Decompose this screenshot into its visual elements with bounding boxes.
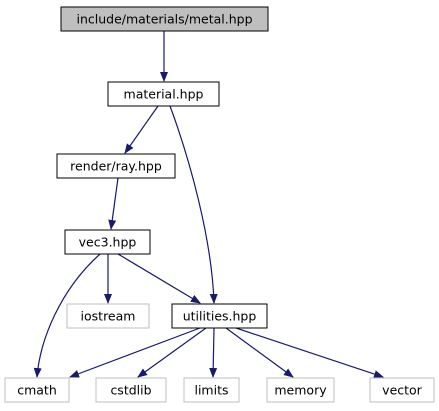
- node-label-utilities: utilities.hpp: [183, 309, 257, 324]
- edge-utilities-to-cstdlib: [137, 327, 207, 378]
- node-limits: limits: [183, 377, 240, 403]
- edge-vec3-to-utilities: [117, 253, 201, 304]
- node-vector: vector: [369, 377, 435, 403]
- node-box-utilities: [171, 303, 268, 329]
- node-cmath: cmath: [4, 377, 70, 403]
- node-utilities[interactable]: utilities.hpp: [171, 303, 268, 329]
- node-iostream: iostream: [66, 303, 150, 329]
- node-box-memory: [266, 377, 335, 403]
- node-label-ray: render/ray.hpp: [70, 159, 162, 174]
- node-box-vec3: [64, 229, 151, 255]
- node-label-cmath: cmath: [17, 383, 57, 398]
- edge-utilities-to-cmath: [69, 327, 201, 378]
- node-box-cmath: [4, 377, 70, 403]
- node-box-material: [107, 81, 220, 107]
- edge-utilities-to-vector: [235, 327, 384, 378]
- node-ray[interactable]: render/ray.hpp: [56, 153, 176, 179]
- node-metal[interactable]: include/materials/metal.hpp: [60, 6, 269, 32]
- node-label-material: material.hpp: [124, 87, 204, 102]
- edge-utilities-to-memory: [225, 327, 294, 378]
- node-label-iostream: iostream: [81, 309, 136, 324]
- node-material[interactable]: material.hpp: [107, 81, 220, 107]
- node-memory: memory: [266, 377, 335, 403]
- node-cstdlib: cstdlib: [95, 377, 167, 403]
- edge-ray-to-vec3: [108, 177, 119, 230]
- node-box-metal: [60, 6, 269, 32]
- node-label-cstdlib: cstdlib: [110, 383, 151, 398]
- node-box-cstdlib: [95, 377, 167, 403]
- node-label-vector: vector: [382, 383, 423, 398]
- edges-layer: [33, 31, 384, 378]
- node-label-metal: include/materials/metal.hpp: [76, 12, 252, 27]
- edge-material-to-utilities: [169, 105, 218, 304]
- node-label-vec3: vec3.hpp: [79, 235, 137, 250]
- node-box-limits: [183, 377, 240, 403]
- node-box-vector: [369, 377, 435, 403]
- nodes-layer: include/materials/metal.hpp material.hpp r…: [4, 6, 435, 403]
- edge-material-to-ray: [124, 105, 159, 154]
- node-vec3[interactable]: vec3.hpp: [64, 229, 151, 255]
- node-label-memory: memory: [274, 383, 327, 398]
- node-box-ray: [56, 153, 176, 179]
- edge-utilities-to-limits: [209, 327, 218, 378]
- node-label-limits: limits: [194, 383, 228, 398]
- edge-vec3-to-cmath: [33, 253, 101, 378]
- node-box-iostream: [66, 303, 150, 329]
